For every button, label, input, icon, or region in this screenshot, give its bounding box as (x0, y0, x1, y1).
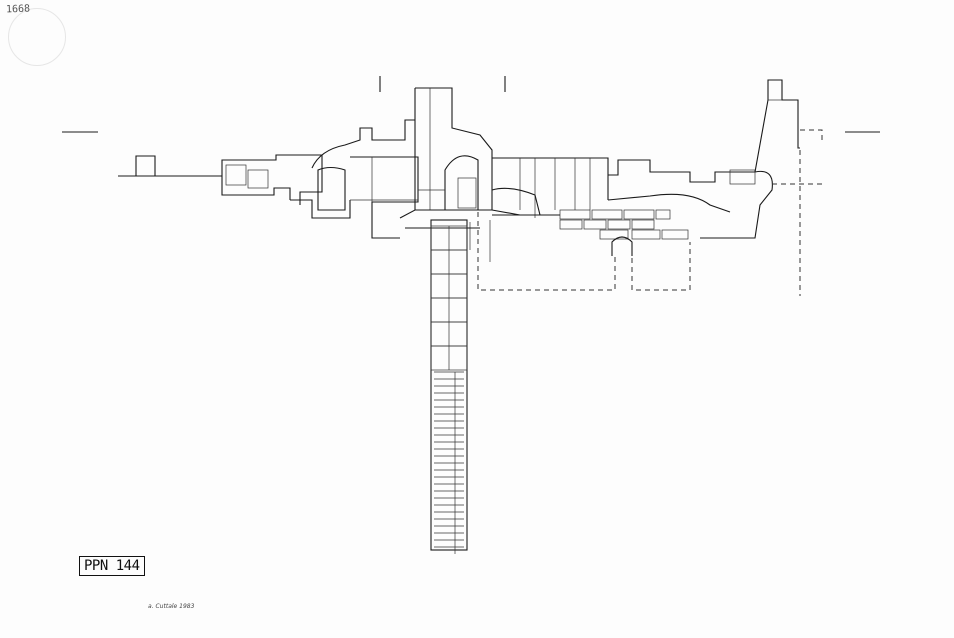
right-tower (754, 79, 826, 296)
foundation-outlines (469, 212, 691, 291)
reference-marks (62, 76, 880, 133)
caption: a. Cuttale 1983 (148, 603, 195, 610)
left-structures (221, 119, 419, 239)
faded-stamp (8, 8, 66, 66)
central-tower (414, 87, 493, 210)
floor-line (399, 209, 560, 229)
brick-courses (559, 209, 689, 256)
ground-line (118, 155, 222, 177)
vertical-shaft (430, 219, 468, 554)
plan-label: PPN 144 (79, 556, 145, 576)
right-structures (491, 157, 773, 239)
